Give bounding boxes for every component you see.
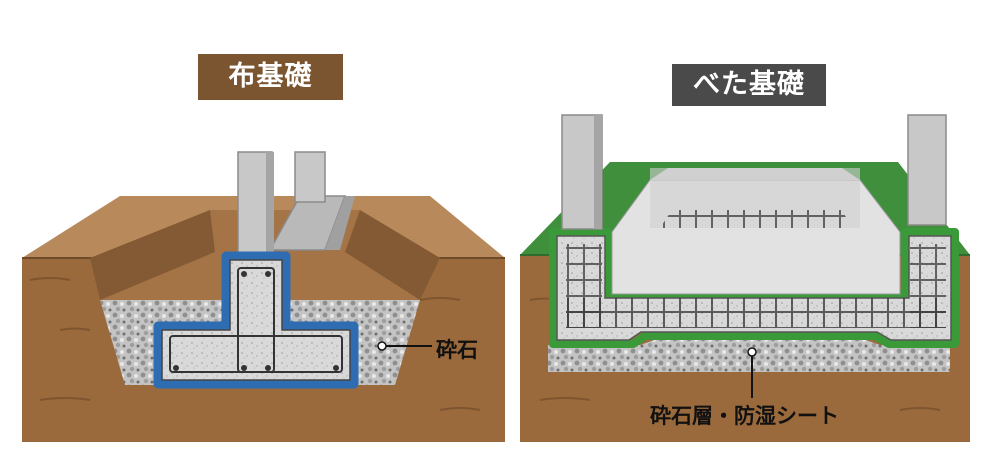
mat-rebar-mesh <box>566 298 946 328</box>
mat-foundation-title: べた基礎 <box>693 69 805 100</box>
mat-title-bg <box>672 64 826 106</box>
strip-gravel-label: 砕石 <box>436 338 478 362</box>
strip-post-right <box>294 151 326 203</box>
mat-foundation-figure <box>520 64 970 442</box>
strip-foundation-figure <box>22 54 505 442</box>
strip-section-outline <box>153 251 359 389</box>
mat-gravel-sheet-label: 砕石層・防湿シート <box>650 404 839 428</box>
mat-moisture-sheet <box>549 228 959 348</box>
strip-section-concrete <box>161 259 351 381</box>
strip-title-bg <box>198 54 343 100</box>
mat-post-right <box>907 114 947 226</box>
strip-foundation-title: 布基礎 <box>228 61 313 92</box>
